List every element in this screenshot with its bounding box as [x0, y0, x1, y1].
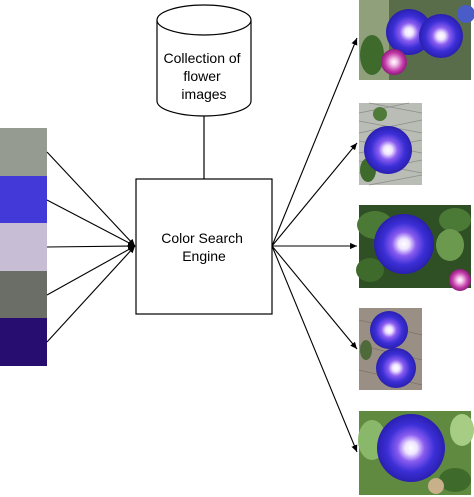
morning-glory-closeup-photo: [358, 411, 474, 495]
result-arrow: [271, 142, 358, 247]
engine-label-line: Engine: [182, 248, 226, 264]
color-swatch: [0, 128, 47, 176]
query-arrow: [46, 242, 136, 250]
query-arrow: [46, 151, 136, 247]
query-arrow: [46, 199, 136, 247]
morning-glory-leaves-photo: [356, 205, 471, 291]
engine-box: [135, 178, 273, 315]
engine-label-line: Color Search: [161, 230, 243, 246]
query-color-palette: [0, 128, 47, 366]
database-label-line: images: [181, 86, 226, 102]
result-arrow: [271, 37, 358, 247]
color-swatch: [0, 318, 47, 366]
query-arrow: [46, 245, 136, 296]
morning-glory-on-fence-photo: [358, 102, 423, 186]
color-swatch: [0, 176, 47, 223]
color-swatch: [0, 223, 47, 271]
query-arrow: [46, 245, 136, 343]
image-collection-database: Collection of flower images: [156, 4, 252, 117]
svg-text:Color Search Engine: Color Search Engine: [161, 230, 247, 264]
morning-glory-pair-photo: [358, 308, 423, 390]
morning-glory-cluster-photo: [359, 0, 474, 80]
database-top: [156, 4, 252, 36]
svg-text:Collection of flower: Collection of flower images: [164, 50, 245, 102]
database-label-line: flower: [183, 68, 221, 84]
color-search-engine: Color Search Engine: [135, 178, 273, 315]
database-label-line: Collection of: [164, 50, 241, 66]
color-swatch: [0, 271, 47, 318]
result-arrow: [271, 245, 358, 350]
query-arrows: [46, 151, 136, 343]
result-arrows: [271, 37, 358, 453]
result-arrow: [271, 245, 358, 453]
